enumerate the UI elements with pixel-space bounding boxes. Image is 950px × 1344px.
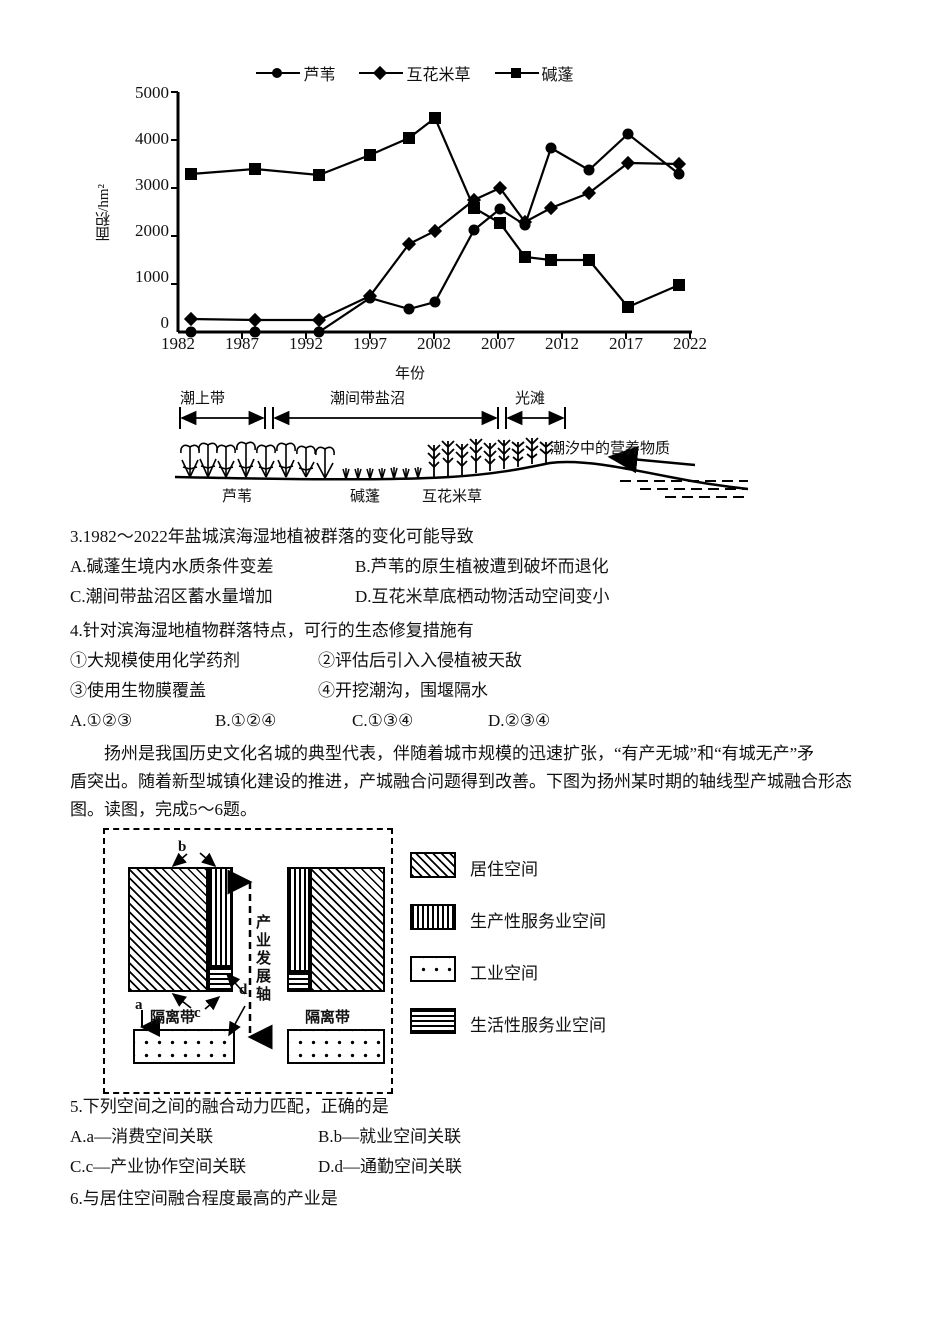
- y-tick-1000: 1000: [135, 267, 169, 286]
- y-tick-5000: 5000: [135, 83, 169, 102]
- zone-label-supratidal: 潮上带: [180, 391, 226, 407]
- label-c: c: [194, 1005, 201, 1021]
- legend-line-diamond: [359, 65, 404, 81]
- zone-label-intertidal: 潮间带盐沼: [330, 391, 406, 407]
- question-4-item-3: ③使用生物膜覆盖: [70, 681, 206, 700]
- passage-line-1: 扬州是我国历史文化名城的典型代表，伴随着城市规模的迅速扩张，“有产无城”和“有城…: [104, 744, 815, 763]
- tidal-svg: [174, 407, 749, 498]
- question-5-option-c[interactable]: C.c—产业协作空间关联: [70, 1157, 247, 1176]
- left-residential-block: [128, 867, 208, 992]
- plant-label-suaeda: 碱蓬: [350, 489, 381, 505]
- question-4-option-c[interactable]: C.①③④: [352, 711, 414, 730]
- y-tick-2000: 2000: [135, 221, 169, 240]
- square-marker-icon: [510, 68, 521, 78]
- legend-swatch-consumer-services: [410, 1008, 456, 1034]
- left-consumer-services-block: [208, 967, 233, 992]
- x-tick-1997: 1997: [353, 334, 387, 353]
- right-residential-block: [310, 867, 385, 992]
- legend-swatch-producer-services: [410, 904, 456, 930]
- x-tick-2007: 2007: [481, 334, 515, 353]
- right-industrial-block: [287, 1029, 385, 1064]
- x-tick-1987: 1987: [225, 334, 259, 353]
- left-producer-services-block: [208, 867, 233, 967]
- legend-swatch-residential: [410, 852, 456, 878]
- question-5-option-b[interactable]: B.b—就业空间关联: [318, 1127, 462, 1146]
- x-tick-2017: 2017: [609, 334, 643, 353]
- legend-item-suaeda: 碱蓬: [494, 61, 574, 85]
- industry-development-axis-label: 产业发展轴: [255, 915, 271, 1003]
- right-consumer-services-block: [287, 972, 310, 992]
- yangzhou-passage: 扬州是我国历史文化名城的典型代表，伴随着城市规模的迅速扩张，“有产无城”和“有城…: [70, 740, 890, 824]
- legend-label-residential: 居住空间: [470, 860, 538, 879]
- question-4-option-a[interactable]: A.①②③: [70, 711, 133, 730]
- x-tick-2012: 2012: [545, 334, 579, 353]
- passage-line-3: 图。读图，完成5～6题。: [70, 800, 257, 819]
- plant-label-reed: 芦苇: [222, 489, 253, 505]
- legend-line-circle: [256, 66, 301, 80]
- x-axis-title: 年份: [395, 366, 426, 382]
- legend-item-reed: 芦苇: [256, 61, 335, 85]
- question-4-item-4: ④开挖潮沟，围堰隔水: [318, 681, 488, 700]
- legend-label-suaeda: 碱蓬: [541, 67, 574, 84]
- y-tick-3000: 3000: [135, 175, 169, 194]
- label-b: b: [178, 839, 187, 855]
- question-5-stem: 5.下列空间之间的融合动力匹配，正确的是: [70, 1097, 389, 1116]
- buffer-label-right: 隔离带: [305, 1010, 351, 1026]
- chart-plot-area: 面积/hm² 年份 5000 4000 3000 2000 1000 0 198…: [95, 84, 735, 386]
- legend-label-industrial: 工业空间: [470, 964, 538, 983]
- label-d: d: [239, 982, 248, 998]
- question-6-stem: 6.与居住空间融合程度最高的产业是: [70, 1189, 338, 1208]
- diagram-dashed-border: [103, 828, 393, 1094]
- chart-svg: [171, 91, 692, 339]
- legend-label-reed: 芦苇: [303, 67, 336, 84]
- question-4-stem: 4.针对滨海湿地植物群落特点，可行的生态修复措施有: [70, 621, 474, 640]
- legend-label-consumer-services: 生活性服务业空间: [470, 1016, 606, 1035]
- x-tick-2022: 2022: [673, 334, 707, 353]
- question-4-option-d[interactable]: D.②③④: [488, 711, 551, 730]
- x-tick-1982: 1982: [161, 334, 195, 353]
- buffer-label-left: 隔离带: [150, 1010, 196, 1026]
- question-3-option-d[interactable]: D.互花米草底栖动物活动空间变小: [355, 587, 610, 606]
- right-producer-services-block: [287, 867, 310, 972]
- question-4-option-b[interactable]: B.①②④: [215, 711, 277, 730]
- diamond-marker-icon: [373, 65, 388, 81]
- question-3-option-a[interactable]: A.碱蓬生境内水质条件变差: [70, 557, 274, 576]
- plant-label-spartina: 互花米草: [422, 489, 483, 505]
- legend-swatch-industrial: [410, 956, 456, 982]
- legend-item-spartina: 互花米草: [359, 61, 471, 85]
- question-5-option-a[interactable]: A.a—消费空间关联: [70, 1127, 214, 1146]
- tidal-nutrient-annotation: 潮汐中的营养物质: [550, 441, 671, 457]
- legend-line-square: [494, 66, 539, 80]
- question-3-option-c[interactable]: C.潮间带盐沼区蓄水量增加: [70, 587, 273, 606]
- passage-line-2: 盾突出。随着新型城镇化建设的推进，产城融合问题得到改善。下图为扬州某时期的轴线型…: [70, 772, 852, 791]
- question-4-item-2: ②评估后引入入侵植被天敌: [318, 651, 522, 670]
- question-5-option-d[interactable]: D.d—通勤空间关联: [318, 1157, 463, 1176]
- vegetation-area-line-chart: 芦苇 互花米草 碱蓬 面积/hm² 年份 5000 4000 3000: [95, 58, 735, 388]
- label-a: a: [135, 997, 143, 1013]
- x-tick-2002: 2002: [417, 334, 451, 353]
- tidal-zone-profile-diagram: 潮上带 潮间带盐沼 光滩: [150, 385, 750, 510]
- legend-label-producer-services: 生产性服务业空间: [470, 912, 606, 931]
- question-3-stem: 3.1982～2022年盐城滨海湿地植被群落的变化可能导致: [70, 527, 474, 546]
- yangzhou-axial-integration-diagram: b a c d 产业发展轴 隔离带 隔离带 居住空间 生产性服务业空间 工业空间…: [95, 822, 665, 1107]
- zone-label-mudflat: 光滩: [515, 391, 546, 407]
- question-4-item-1: ①大规模使用化学药剂: [70, 651, 240, 670]
- legend-label-spartina: 互花米草: [406, 67, 471, 84]
- left-industrial-block: [133, 1029, 235, 1064]
- circle-marker-icon: [272, 68, 283, 78]
- question-3-option-b[interactable]: B.芦苇的原生植被遭到破坏而退化: [355, 557, 609, 576]
- y-tick-0: 0: [160, 313, 170, 332]
- x-tick-1992: 1992: [289, 334, 323, 353]
- chart-legend: 芦苇 互花米草 碱蓬: [95, 58, 735, 88]
- y-tick-4000: 4000: [135, 129, 169, 148]
